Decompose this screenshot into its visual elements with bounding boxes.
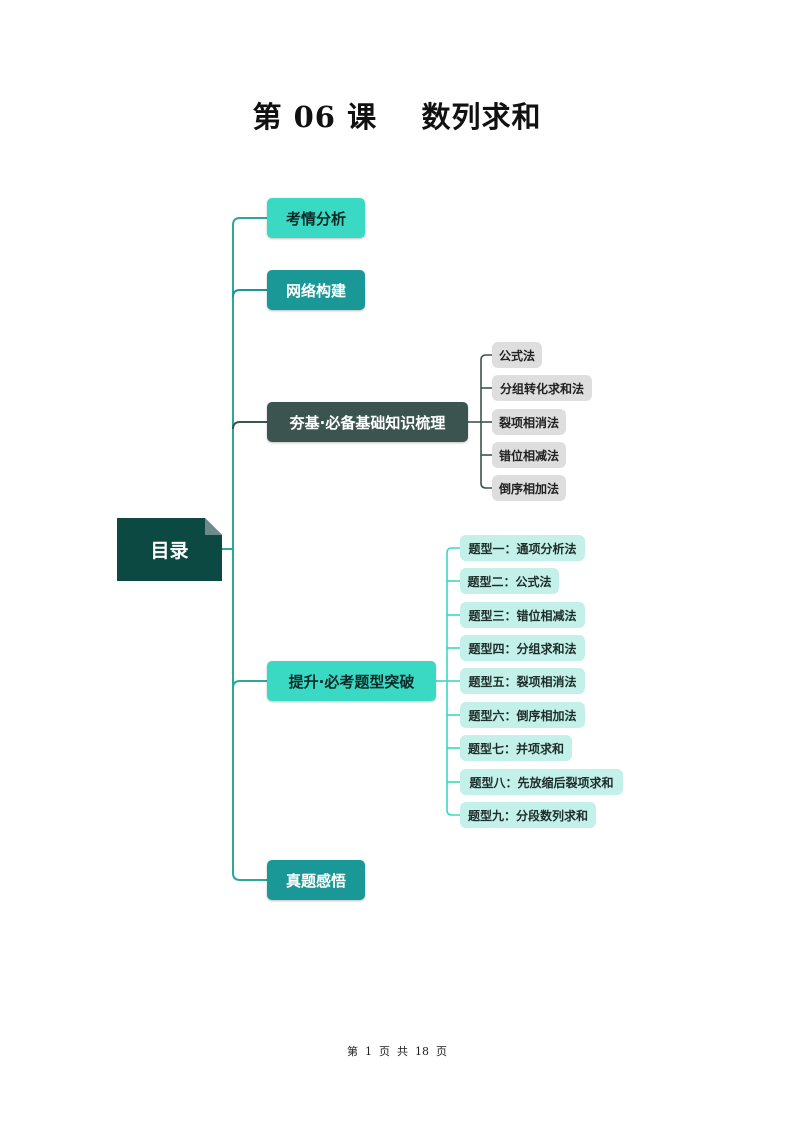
page-footer: 第 1 页 共 18 页 <box>347 1045 447 1058</box>
question-type-item[interactable]: 题型九：分段数列求和 <box>460 802 596 828</box>
question-type-label: 题型一：通项分析法 <box>468 541 577 556</box>
section-basic-knowledge[interactable]: 夯基·必备基础知识梳理 <box>267 402 468 442</box>
question-type-item[interactable]: 题型七：并项求和 <box>460 735 572 761</box>
section-network-build[interactable]: 网络构建 <box>267 270 365 310</box>
question-type-label: 题型六：倒序相加法 <box>468 708 577 723</box>
question-type-label: 题型五：裂项相消法 <box>468 674 577 689</box>
question-type-item[interactable]: 题型三：错位相减法 <box>460 602 585 628</box>
question-type-label: 题型四：分组求和法 <box>468 641 577 656</box>
toc-root-label: 目录 <box>150 540 189 562</box>
knowledge-item-label: 公式法 <box>498 348 535 363</box>
section-real-exam[interactable]: 真题感悟 <box>267 860 365 900</box>
section-exam-analysis[interactable]: 考情分析 <box>267 198 365 238</box>
toc-root-node: 目录 <box>117 518 222 581</box>
knowledge-item-label: 倒序相加法 <box>498 481 559 496</box>
knowledge-item[interactable]: 倒序相加法 <box>492 475 566 501</box>
question-type-item[interactable]: 题型一：通项分析法 <box>460 535 585 561</box>
question-type-item[interactable]: 题型八：先放缩后裂项求和 <box>460 769 623 795</box>
knowledge-item-label: 错位相减法 <box>498 448 559 463</box>
knowledge-item[interactable]: 分组转化求和法 <box>492 375 592 401</box>
question-type-label: 题型七：并项求和 <box>467 741 564 756</box>
question-type-label: 题型八：先放缩后裂项求和 <box>469 775 614 790</box>
section-label: 网络构建 <box>285 281 346 300</box>
knowledge-item-label: 裂项相消法 <box>498 415 559 430</box>
knowledge-item[interactable]: 错位相减法 <box>492 442 566 468</box>
question-type-item[interactable]: 题型四：分组求和法 <box>460 635 585 661</box>
page-title: 第 06 课 数列求和 <box>252 100 542 134</box>
section-label: 夯基·必备基础知识梳理 <box>289 413 446 432</box>
section-label: 提升·必考题型突破 <box>288 672 415 691</box>
question-type-item[interactable]: 题型五：裂项相消法 <box>460 668 585 694</box>
knowledge-item[interactable]: 公式法 <box>492 342 542 368</box>
question-type-label: 题型二：公式法 <box>467 574 552 589</box>
knowledge-item[interactable]: 裂项相消法 <box>492 409 566 435</box>
section-label: 考情分析 <box>285 209 346 228</box>
knowledge-item-label: 分组转化求和法 <box>499 381 584 396</box>
question-type-label: 题型九：分段数列求和 <box>467 808 588 823</box>
question-type-item[interactable]: 题型二：公式法 <box>460 568 559 594</box>
question-type-item[interactable]: 题型六：倒序相加法 <box>460 702 585 728</box>
section-question-types[interactable]: 提升·必考题型突破 <box>267 661 436 701</box>
question-type-label: 题型三：错位相减法 <box>468 608 577 623</box>
section-label: 真题感悟 <box>285 871 346 890</box>
